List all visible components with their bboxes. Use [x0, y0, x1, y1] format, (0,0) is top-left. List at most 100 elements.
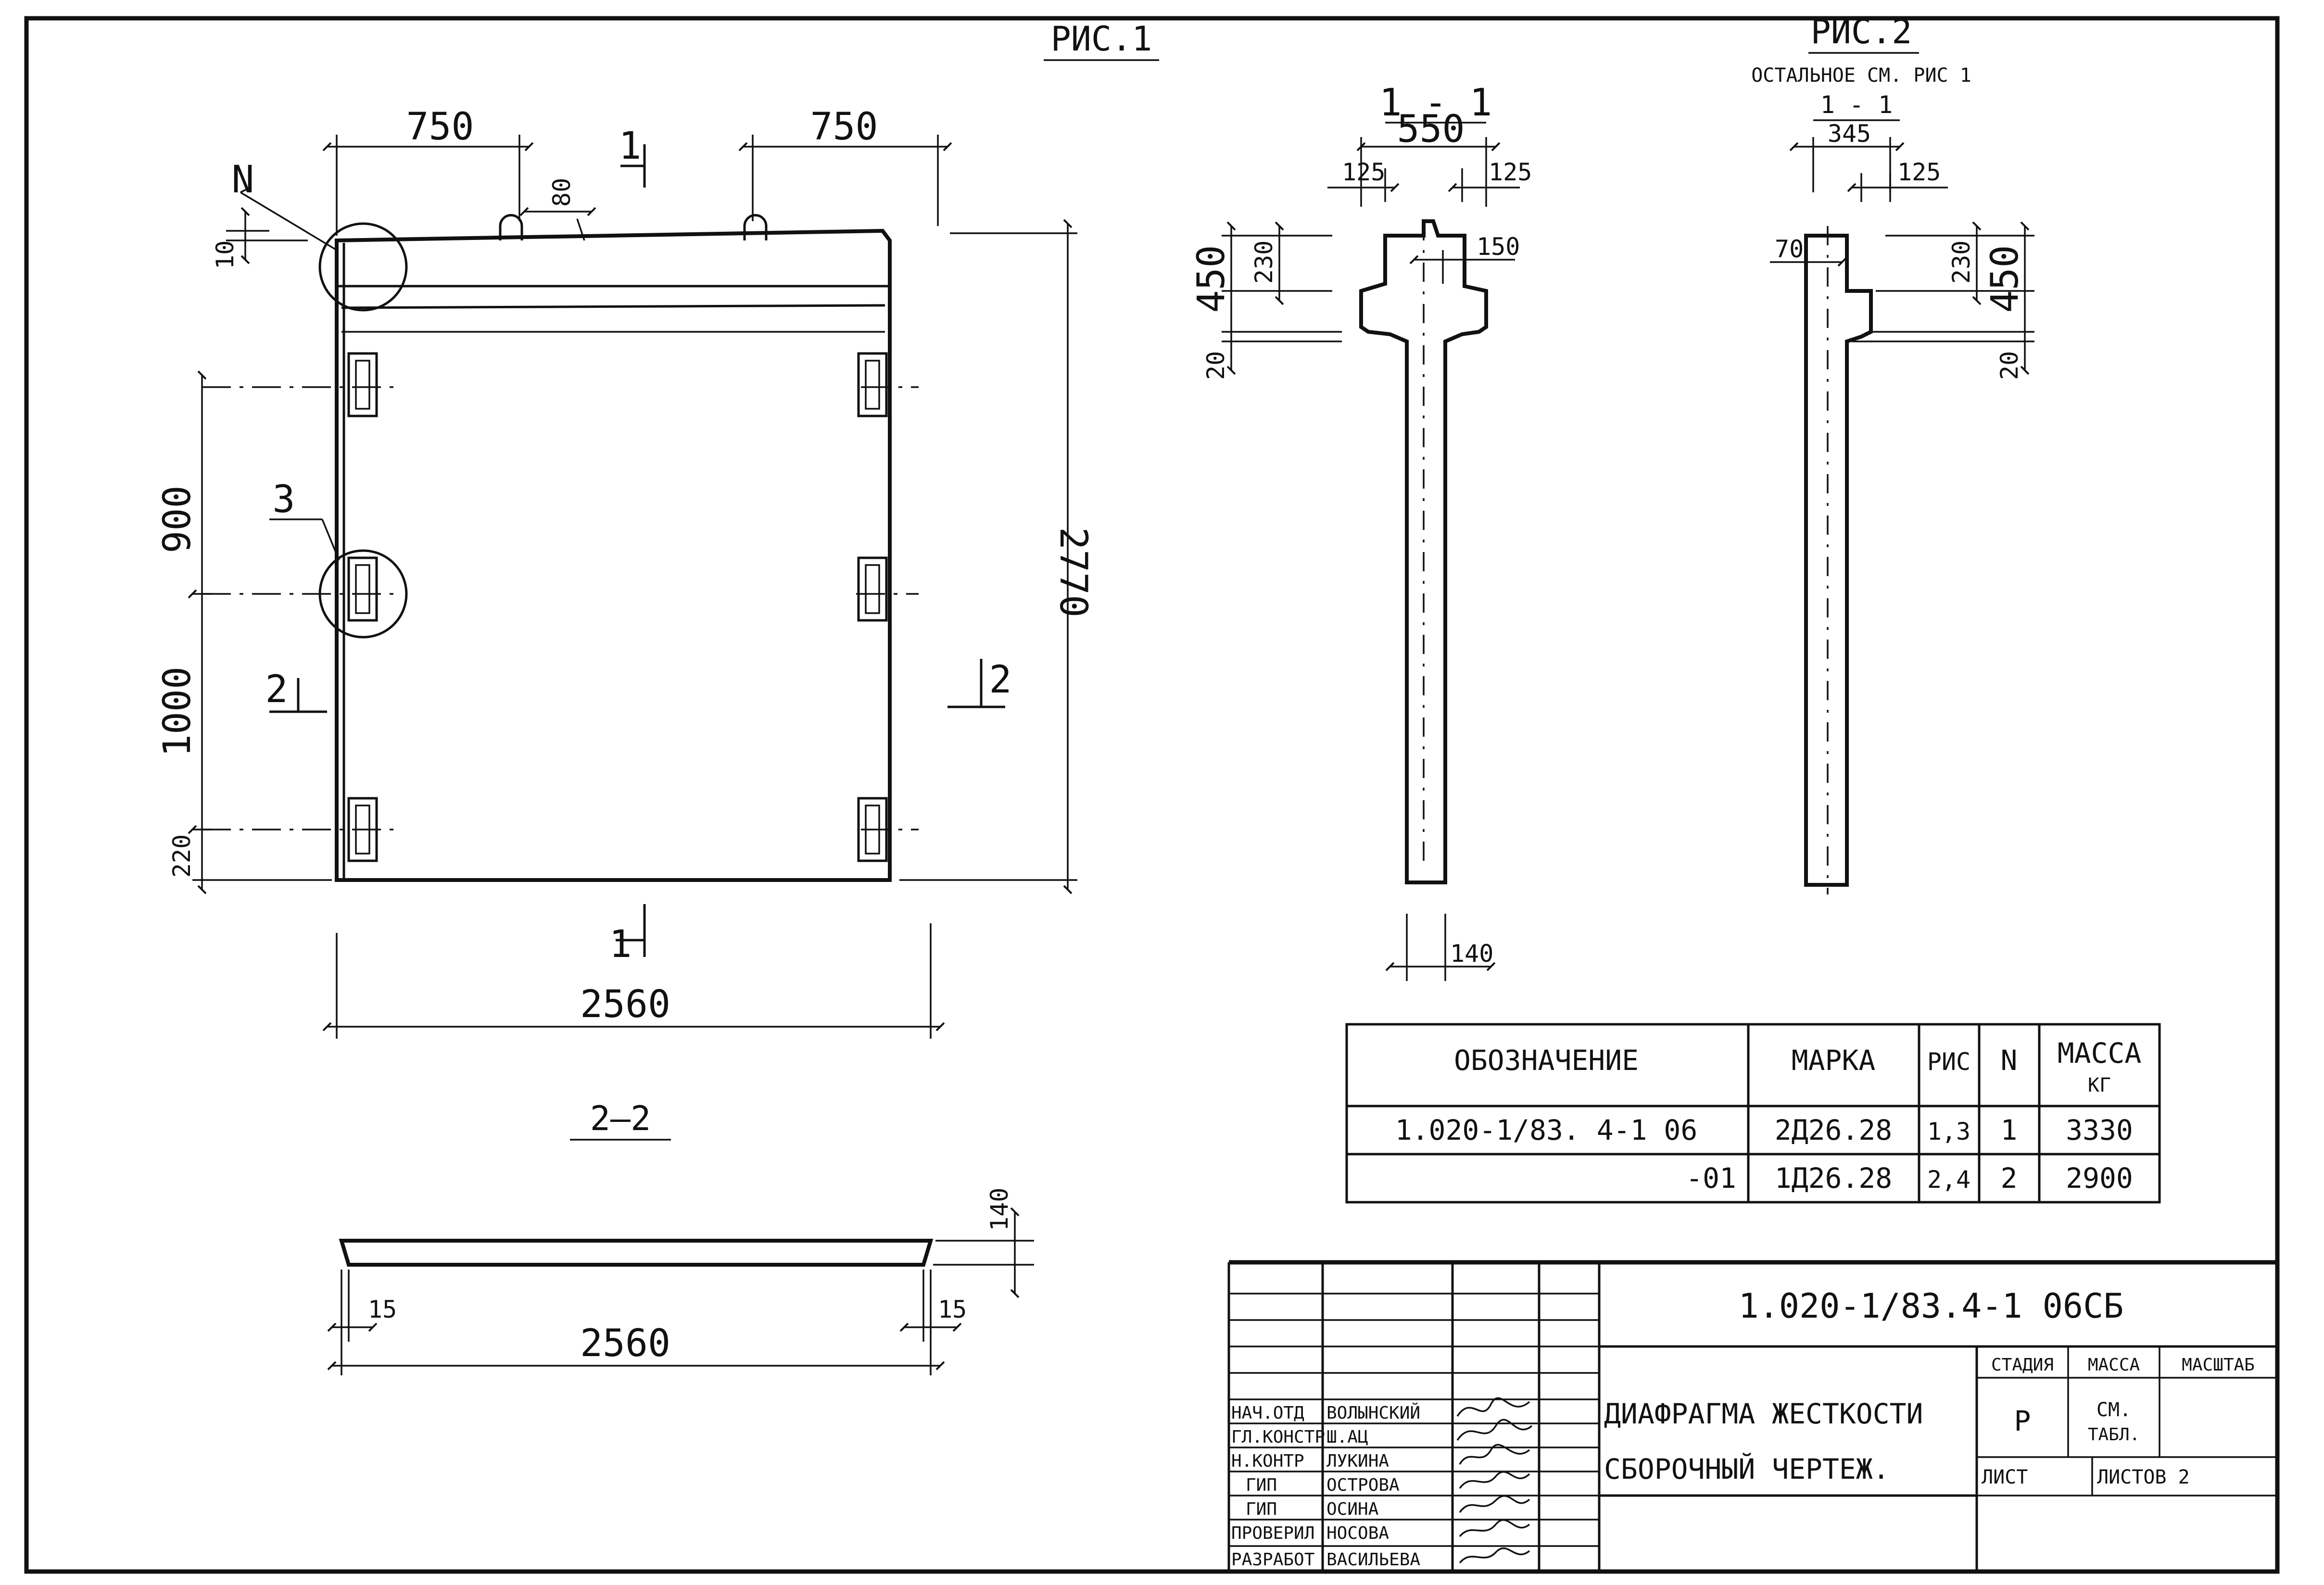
staff-role: ГИП [1246, 1499, 1277, 1519]
document-code: 1.020-1/83.4-1 06СБ [1739, 1286, 2124, 1326]
dim-edge-left-15: 15 [368, 1296, 397, 1323]
callout-3-label: 3 [273, 478, 295, 521]
dim-left-125: 125 [1342, 158, 1385, 186]
staff-name: ЛУКИНА [1326, 1451, 1389, 1471]
dim-top-right-750: 750 [810, 105, 878, 149]
staff-role: НАЧ.ОТД [1231, 1403, 1304, 1423]
dim-width-2560: 2560 [580, 983, 670, 1026]
dim-h450: 450 [1190, 245, 1233, 313]
staff-role: РАЗРАБОТ [1231, 1550, 1314, 1570]
table-row: 1 [2001, 1114, 2018, 1146]
staff-name: ВОЛЫНСКИЙ [1326, 1403, 1420, 1423]
dim-width-550: 550 [1397, 108, 1465, 151]
fig2-title: РИС.2 [1811, 12, 1912, 51]
fig2-section-b: РИС.2 ОСТАЛЬНОЕ СМ. РИС 1 1 - 1 345 125 … [1751, 12, 2034, 894]
svg-text:1: 1 [609, 923, 632, 966]
fig1-elevation: РИС.1 [156, 19, 1159, 1039]
section-mark-2-right: 2 [947, 658, 1012, 708]
section-mark-1-top: 1 [619, 125, 646, 188]
scale-header: МАСШТАБ [2182, 1355, 2255, 1375]
mass-value-line1: СМ. [2097, 1399, 2131, 1421]
staff-name: ОСИНА [1326, 1499, 1379, 1519]
mass-header: МАССА [2088, 1355, 2140, 1375]
table-row: 2,4 [1927, 1166, 1970, 1194]
dim-right-125: 125 [1489, 158, 1532, 186]
dim-h20: 20 [1202, 351, 1230, 380]
th-massa: МАССА [2058, 1037, 2142, 1069]
stage-header: СТАДИЯ [1991, 1355, 2054, 1375]
signatures [1456, 1397, 1533, 1564]
mass-value-line2: ТАБЛ. [2088, 1425, 2140, 1445]
fig1-left-dims: 900 1000 220 [156, 370, 332, 894]
section-2-2: 2—2 140 15 15 2560 [327, 1099, 1034, 1375]
fig1-height-dim: 2770 [899, 219, 1095, 894]
dim-h230b: 230 [1947, 240, 1975, 284]
fig2-section-a: 1 - 1 550 125 125 150 450 230 20 140 [1190, 81, 1532, 981]
staff-name: ВАСИЛЬЕВА [1326, 1550, 1420, 1570]
stage-value: Р [2014, 1405, 2031, 1437]
document-title-line1: ДИАФРАГМА ЖЕСТКОСТИ [1604, 1397, 1923, 1430]
embedded-plates [347, 352, 888, 862]
spec-table: ОБОЗНАЧЕНИЕ МАРКА РИС N МАССА КГ 1.020-1… [1345, 1023, 2161, 1204]
staff-name: Ш.АЦ [1326, 1427, 1368, 1447]
th-ris: РИС [1927, 1048, 1970, 1076]
svg-text:2: 2 [989, 658, 1012, 702]
staff-name: ОСТРОВА [1326, 1475, 1400, 1495]
dim-loop-80: 80 [548, 178, 576, 207]
staff-role: ГЛ.КОНСТР [1231, 1427, 1325, 1447]
callout-circle-3 [318, 549, 408, 639]
table-row: 3330 [2066, 1114, 2133, 1146]
table-row: 1,3 [1927, 1118, 1970, 1145]
table-row: 1Д26.28 [1775, 1162, 1892, 1195]
dim-thickness-140: 140 [985, 1188, 1013, 1231]
dim-height-2770: 2770 [1051, 527, 1095, 617]
staff-role: ПРОВЕРИЛ [1231, 1523, 1314, 1543]
staff-role: ГИП [1246, 1475, 1277, 1495]
svg-text:1: 1 [619, 125, 642, 168]
sheet-frame [24, 16, 2280, 1574]
staff-role: Н.КОНТР [1231, 1451, 1304, 1471]
section-mark-2-left: 2 [265, 668, 327, 713]
dim-left-70: 70 [1775, 235, 1804, 263]
panel-outline [335, 214, 892, 882]
dim-h230: 230 [1250, 240, 1278, 284]
th-n: N [2001, 1044, 2018, 1077]
callout-circle-n [318, 222, 408, 312]
th-marka: МАРКА [1792, 1044, 1876, 1077]
table-row: 2 [2001, 1162, 2018, 1195]
callout-n-label: N [232, 158, 254, 201]
dim-web-150: 150 [1477, 233, 1520, 261]
section22-title: 2—2 [590, 1099, 651, 1138]
section-mark-1-bottom: 1 [609, 904, 646, 966]
table-row: 1.020-1/83. 4-1 06 [1395, 1114, 1698, 1146]
staff-name: НОСОВА [1326, 1523, 1389, 1543]
dim-h20b: 20 [1996, 351, 2023, 380]
dim-top-gap-10: 10 [211, 240, 239, 269]
dim-left-220: 220 [168, 834, 196, 878]
sheets-label: ЛИСТОВ 2 [2097, 1466, 2190, 1488]
fig2-note: ОСТАЛЬНОЕ СМ. РИС 1 [1751, 64, 1971, 87]
dim-bottom-140: 140 [1450, 940, 1493, 968]
th-kg: КГ [2088, 1074, 2111, 1096]
svg-text:1 - 1: 1 - 1 [1820, 91, 1893, 119]
fig1-title: РИС.1 [1051, 19, 1152, 59]
dim-edge-right-15: 15 [938, 1296, 967, 1323]
title-block: 1.020-1/83.4-1 06СБ ДИАФРАГМА ЖЕСТКОСТИ … [1227, 1260, 2277, 1572]
svg-text:2: 2 [265, 668, 288, 711]
dim-top-left-750: 750 [406, 105, 474, 149]
svg-text:1 - 1: 1 - 1 [1379, 81, 1492, 125]
dim-section-width-2560: 2560 [580, 1322, 670, 1365]
dim-right-125b: 125 [1897, 158, 1941, 186]
table-row: 2Д26.28 [1775, 1114, 1892, 1146]
dim-left-1000: 1000 [156, 667, 199, 757]
table-row: 2900 [2066, 1162, 2133, 1195]
sheet-label: ЛИСТ [1982, 1466, 2028, 1488]
dim-left-900: 900 [156, 486, 199, 553]
dim-h450b: 450 [1983, 245, 2027, 313]
document-title-line2: СБОРОЧНЫЙ ЧЕРТЕЖ. [1604, 1452, 1890, 1485]
table-row: -01 [1686, 1162, 1736, 1195]
fig1-width-dim: 2560 [322, 923, 945, 1039]
dim-width-345: 345 [1828, 120, 1871, 148]
fig1-top-dims: 750 750 80 10 [211, 105, 952, 269]
